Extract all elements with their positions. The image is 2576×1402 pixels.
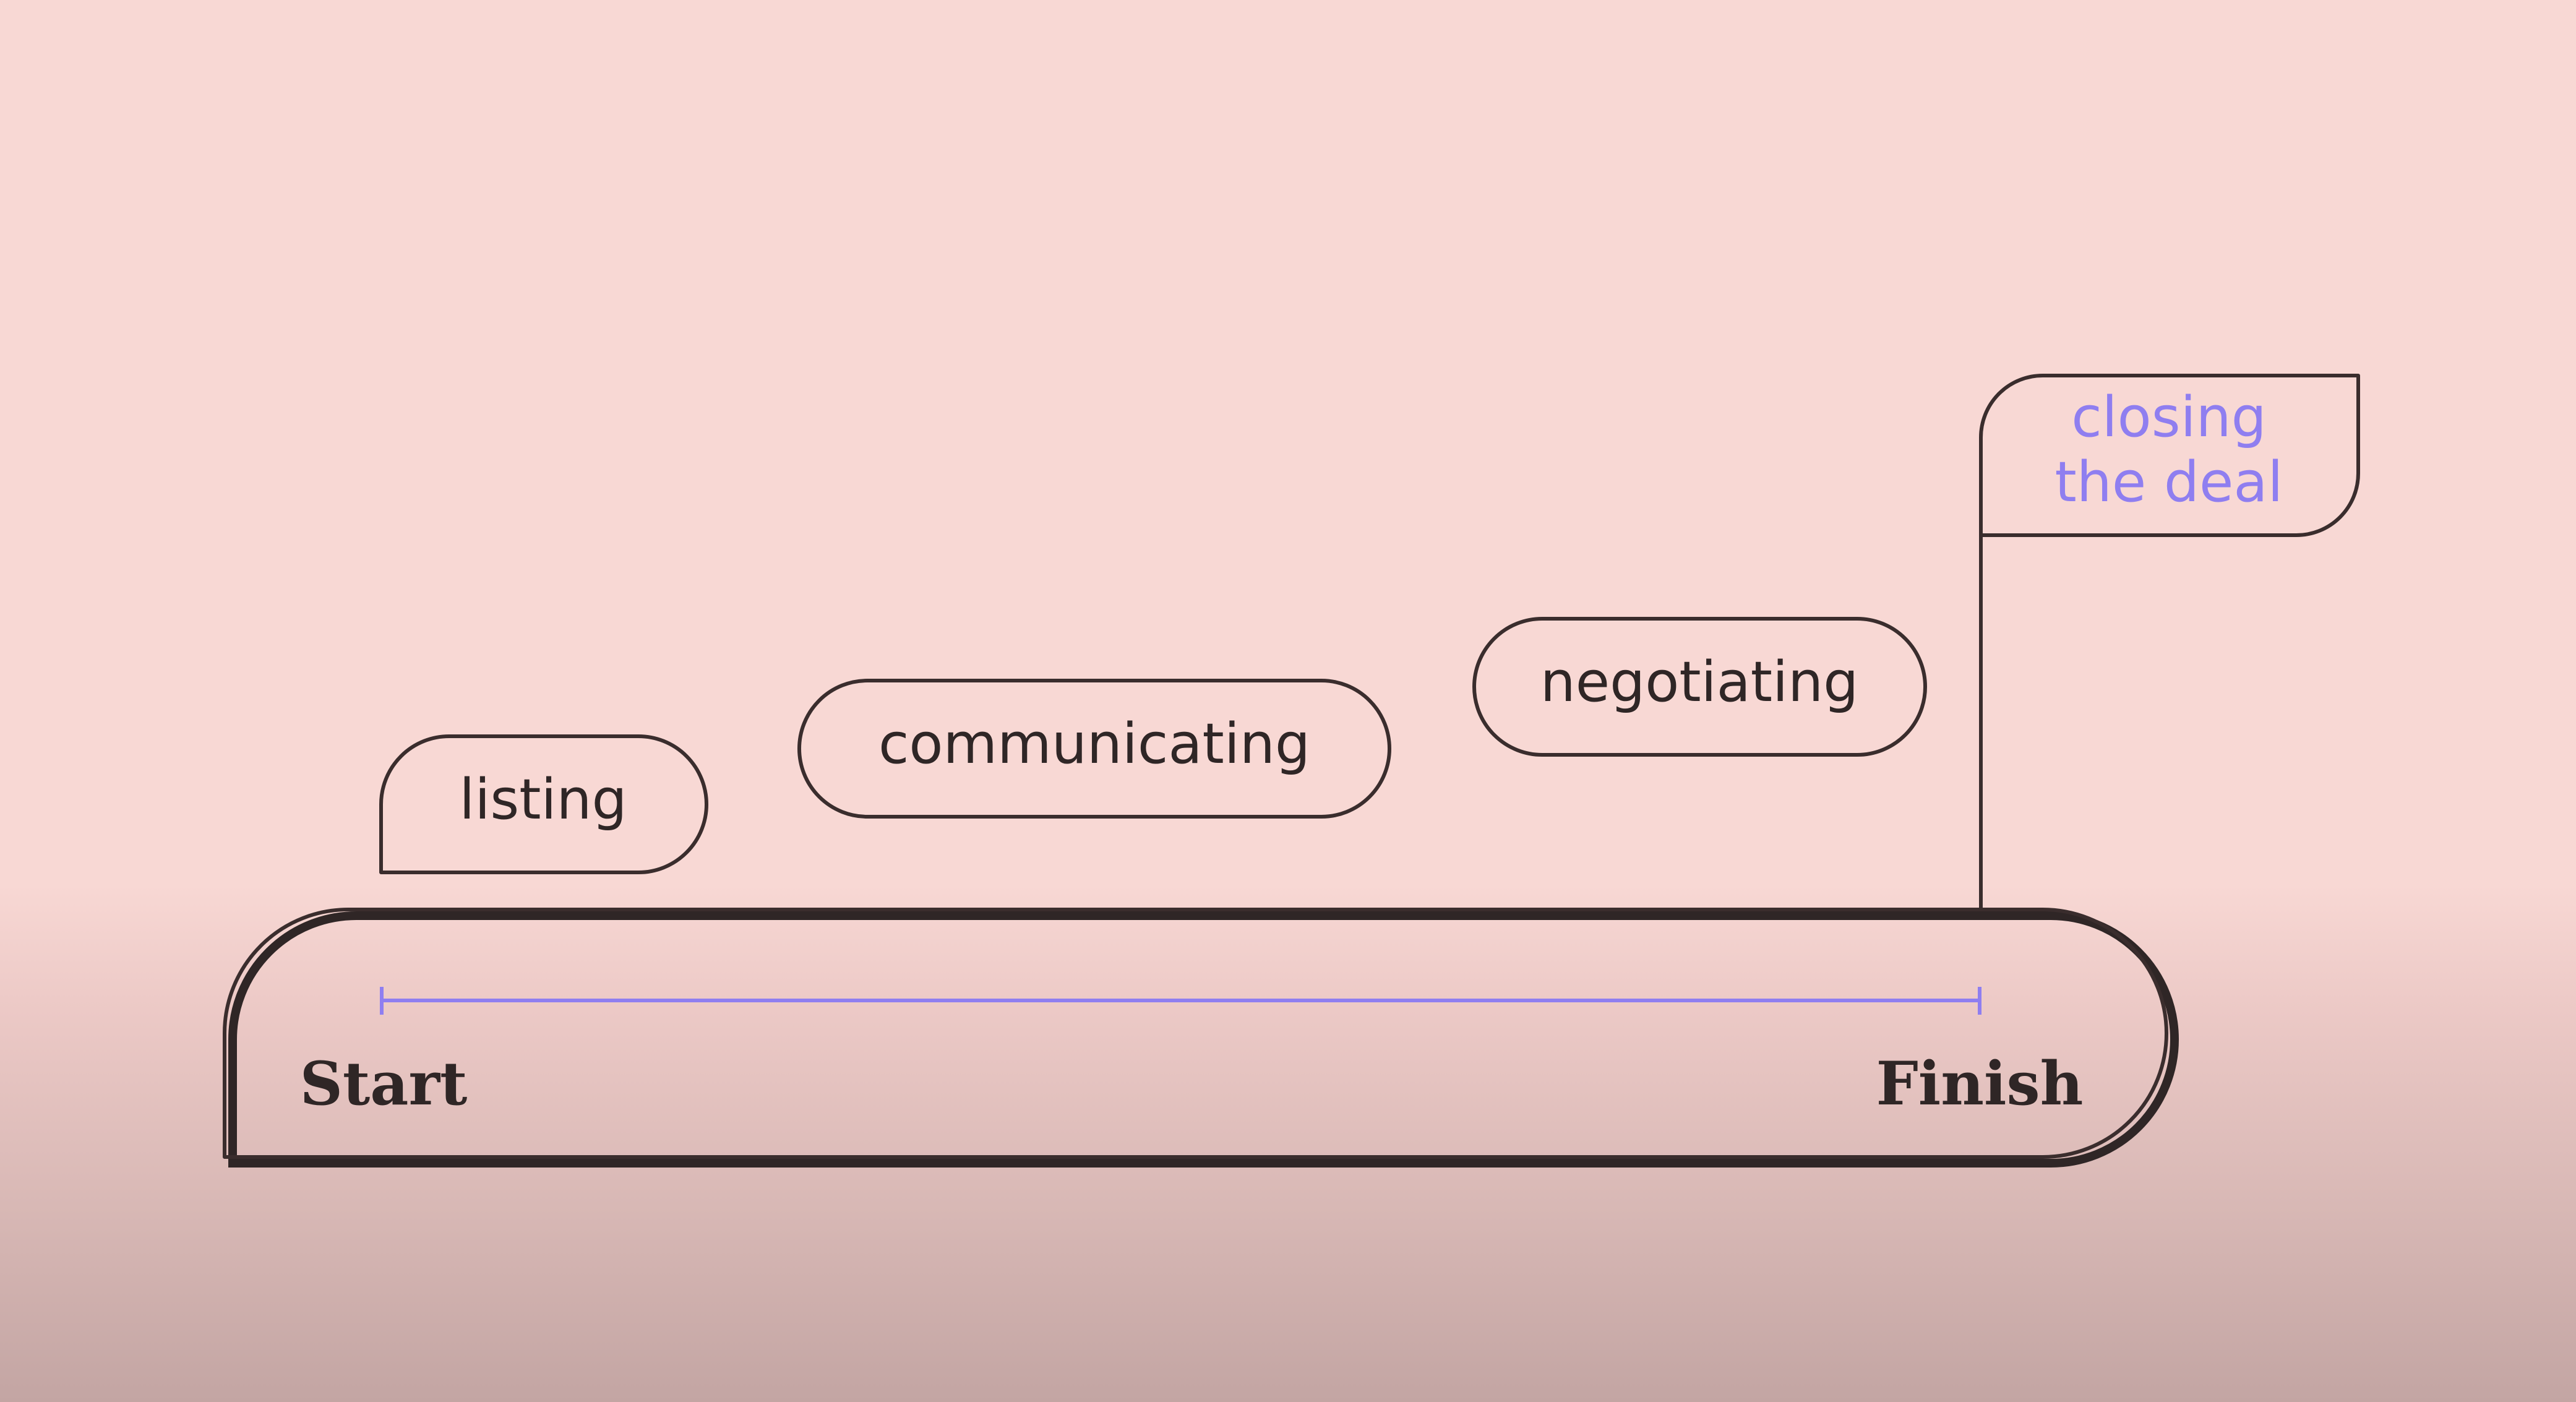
- finish-label: Finish: [1876, 1049, 2084, 1119]
- goal-flag: closing the deal: [1979, 374, 2360, 910]
- stage-communicating-label: communicating: [878, 712, 1310, 776]
- stage-listing-shape: [379, 734, 708, 874]
- stage-negotiating: negotiating: [1472, 617, 1927, 757]
- stage-negotiating-shape: [1472, 617, 1927, 757]
- goal-label-line1: closing: [2071, 385, 2267, 450]
- timeline: [380, 987, 1981, 1015]
- start-label: Start: [300, 1049, 468, 1119]
- stage-listing: listing: [379, 734, 708, 874]
- goal-label-line2: the deal: [2055, 450, 2283, 515]
- stage-communicating-shape: [797, 679, 1391, 819]
- base-bar-shadow: [228, 911, 2179, 1168]
- stage-listing-label: listing: [459, 767, 627, 832]
- base-bar: [223, 908, 2168, 1159]
- stage-negotiating-label: negotiating: [1540, 650, 1859, 715]
- flag-shape: [1979, 374, 2360, 537]
- stage-communicating: communicating: [797, 679, 1391, 819]
